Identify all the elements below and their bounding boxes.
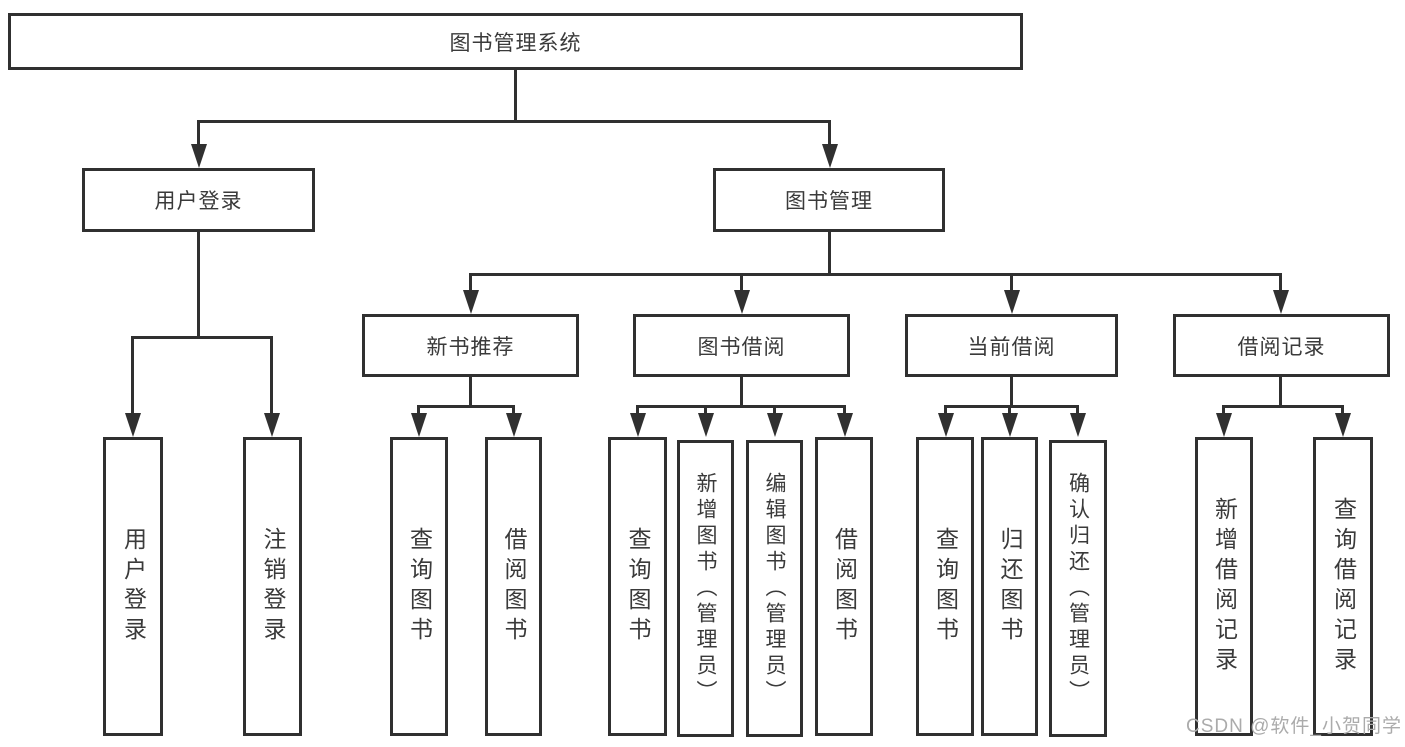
connector-line xyxy=(636,405,846,408)
arrowhead-icon xyxy=(1002,413,1018,437)
connector-line xyxy=(197,232,200,336)
connector-line xyxy=(417,405,420,415)
leaf-cb-return-books: 归还图书 xyxy=(981,437,1038,736)
connector-line xyxy=(131,336,273,339)
node-book-mgmt: 图书管理 xyxy=(713,168,945,232)
connector-line xyxy=(740,273,743,292)
arrowhead-icon xyxy=(191,144,207,168)
arrowhead-icon xyxy=(822,144,838,168)
connector-line xyxy=(773,405,776,415)
connector-line xyxy=(828,232,831,273)
connector-line xyxy=(704,405,707,415)
connector-line xyxy=(1279,377,1282,408)
arrowhead-icon xyxy=(1216,413,1232,437)
csdn-watermark: CSDN @软件_小贺同学 xyxy=(1186,716,1402,737)
connector-line xyxy=(417,405,515,408)
leaf-bb-query-books: 查询图书 xyxy=(608,437,667,736)
leaf-br-add-record: 新增借阅记录 xyxy=(1195,437,1253,736)
node-new-book-rec: 新书推荐 xyxy=(362,314,579,377)
arrowhead-icon xyxy=(630,413,646,437)
connector-line xyxy=(740,377,743,408)
arrowhead-icon xyxy=(506,413,522,437)
arrowhead-icon xyxy=(264,413,280,437)
leaf-bb-add-books-admin: 新增图书（管理员） xyxy=(677,440,734,737)
arrowhead-icon xyxy=(1273,290,1289,314)
leaf-nb-query-books: 查询图书 xyxy=(390,437,448,736)
connector-line xyxy=(944,405,1079,408)
connector-line xyxy=(469,377,472,408)
arrowhead-icon xyxy=(1004,290,1020,314)
leaf-cb-confirm-return-admin: 确认归还（管理员） xyxy=(1049,440,1107,737)
arrowhead-icon xyxy=(1335,413,1351,437)
leaf-br-query-record: 查询借阅记录 xyxy=(1313,437,1373,736)
connector-line xyxy=(1222,405,1225,415)
connector-line xyxy=(1222,405,1344,408)
connector-line xyxy=(1279,273,1282,292)
node-root: 图书管理系统 xyxy=(8,13,1023,70)
leaf-cb-query-books: 查询图书 xyxy=(916,437,974,736)
connector-line xyxy=(197,120,200,146)
leaf-nb-borrow-books: 借阅图书 xyxy=(485,437,542,736)
node-book-borrow: 图书借阅 xyxy=(633,314,850,377)
connector-line xyxy=(843,405,846,415)
arrowhead-icon xyxy=(767,413,783,437)
node-current-borrow: 当前借阅 xyxy=(905,314,1118,377)
arrowhead-icon xyxy=(837,413,853,437)
connector-line xyxy=(469,273,472,292)
connector-line xyxy=(828,120,831,146)
connector-line xyxy=(1010,377,1013,408)
connector-line xyxy=(944,405,947,415)
connector-line xyxy=(636,405,639,415)
leaf-user-login: 用户登录 xyxy=(103,437,163,736)
arrowhead-icon xyxy=(734,290,750,314)
connector-line xyxy=(1010,273,1013,292)
connector-line xyxy=(514,70,517,120)
connector-line xyxy=(469,273,1282,276)
connector-line xyxy=(1341,405,1344,415)
connector-line xyxy=(1008,405,1011,415)
leaf-bb-borrow-books: 借阅图书 xyxy=(815,437,873,736)
connector-line xyxy=(270,336,273,414)
arrowhead-icon xyxy=(1070,413,1086,437)
node-borrow-records: 借阅记录 xyxy=(1173,314,1390,377)
connector-line xyxy=(1076,405,1079,415)
leaf-logout: 注销登录 xyxy=(243,437,302,736)
node-user-login: 用户登录 xyxy=(82,168,315,232)
arrowhead-icon xyxy=(938,413,954,437)
arrowhead-icon xyxy=(411,413,427,437)
connector-line xyxy=(131,336,134,414)
leaf-bb-edit-books-admin: 编辑图书（管理员） xyxy=(746,440,803,737)
arrowhead-icon xyxy=(125,413,141,437)
connector-line xyxy=(197,120,831,123)
arrowhead-icon xyxy=(698,413,714,437)
connector-line xyxy=(512,405,515,415)
arrowhead-icon xyxy=(463,290,479,314)
